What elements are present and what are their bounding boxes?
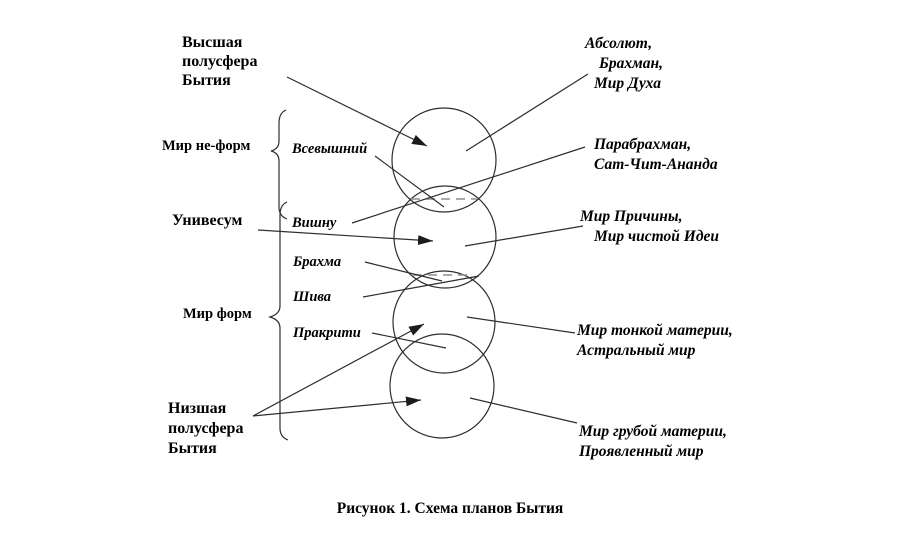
circle-causal-plane [393,185,497,289]
label-world-of-forms: Мир форм [183,306,252,322]
label-causal-world: Мир Причины, Мир чистой Идеи [580,207,719,247]
text-line: Мир чистой Идеи [594,228,720,245]
arrow-lower-hemisphere-to-astral-circle [252,323,425,417]
text-line: Мир Причины, [580,208,683,225]
connector-physical-circle-to-gross-matter-label [469,397,578,424]
text-line: полусфера [182,53,258,70]
label-supreme: Всевышний [292,141,368,157]
text-line: Бытия [182,72,231,89]
text-line: Мир тонкой материи, [577,322,733,339]
circle-physical-plane [389,333,495,439]
arrow-universum-to-causal-circle [257,229,434,246]
connector-astral-circle-to-subtle-matter-label [466,316,576,334]
brace-world-of-non-forms [270,109,288,220]
text-line: Высшая [182,34,243,51]
label-world-of-non-forms: Мир не-форм [162,138,251,154]
text-line: Парабрахман, [594,136,692,153]
label-shiva: Шива [293,289,332,305]
text-line: Мир грубой материи, [579,423,727,440]
label-vishnu: Вишну [292,215,337,231]
text-line: Проявленный мир [579,443,704,460]
arrow-lower-hemisphere-to-physical-circle [252,396,422,417]
connector-prakriti-label-to-astral-circle [371,332,447,349]
circle-astral-plane [392,270,496,374]
text-line: Астральный мир [577,342,696,359]
connector-brahma-label-to-boundary [364,261,443,282]
text-line: Сат-Чит-Ананда [594,156,718,173]
label-brahma: Брахма [293,254,342,270]
label-parabrahman: Парабрахман, Сат-Чит-Ананда [594,135,718,175]
label-gross-matter-world: Мир грубой материи, Проявленный мир [579,422,727,462]
connector-spirit-circle-to-absolute-label [465,73,589,152]
arrow-upper-hemisphere-to-spirit-circle [286,76,428,147]
label-universum: Унивесум [172,212,243,229]
text-line: Мир Духа [594,75,661,92]
connector-supreme-label-to-boundary [374,155,445,208]
text-line: полусфера [168,420,244,437]
circle-spirit-plane [391,107,497,213]
connector-vishnu-to-parabrahman [351,146,586,224]
connector-shiva-label-to-boundary [362,275,480,298]
label-upper-hemisphere: Высшая полусфера Бытия [182,33,257,90]
connector-causal-circle-to-causal-label [464,225,584,247]
label-lower-hemisphere: Низшая полусфера Бытия [168,399,243,459]
label-absolute: Абсолют, Брахман, Мир Духа [585,34,663,94]
label-subtle-matter-world: Мир тонкой материи, Астральный мир [577,321,733,361]
text-line: Брахман, [599,55,663,72]
figure-caption: Рисунок 1. Схема планов Бытия [336,500,564,517]
text-line: Абсолют, [585,35,653,52]
text-line: Бытия [168,440,217,457]
text-line: Низшая [168,400,227,417]
label-prakriti: Пракрити [293,325,361,341]
brace-world-of-forms [267,201,289,441]
